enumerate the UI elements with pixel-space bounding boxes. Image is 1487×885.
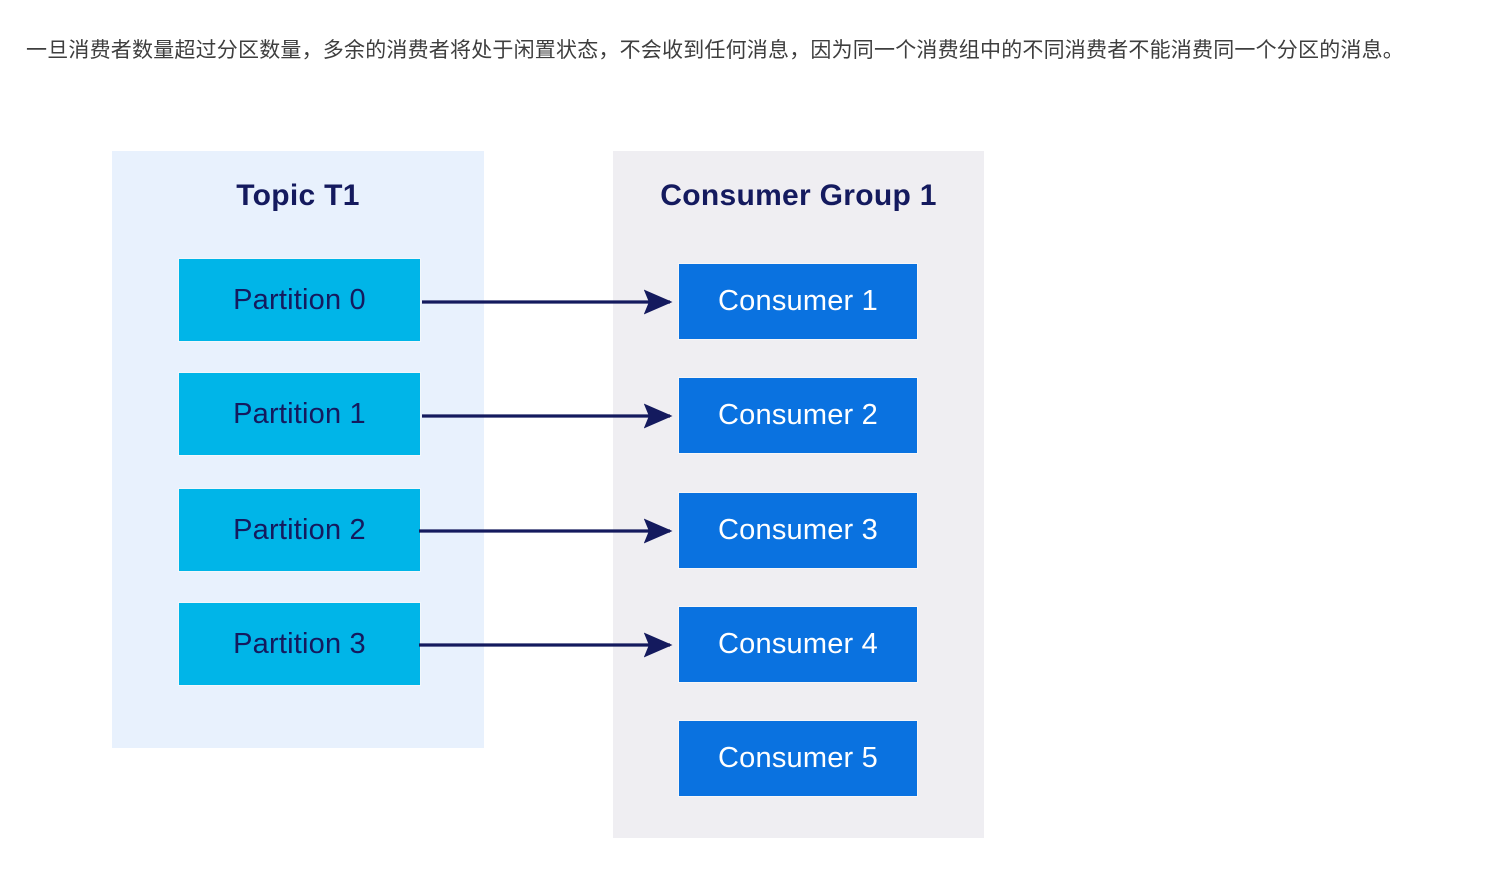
consumer-node-1[interactable]: Consumer 1	[678, 263, 918, 340]
partition-node-0[interactable]: Partition 0	[178, 258, 421, 342]
consumer-node-5[interactable]: Consumer 5	[678, 720, 918, 797]
consumer-group-panel-title: Consumer Group 1	[660, 179, 937, 212]
consumer-node-2[interactable]: Consumer 2	[678, 377, 918, 454]
partition-node-2[interactable]: Partition 2	[178, 488, 421, 572]
partition-node-3[interactable]: Partition 3	[178, 602, 421, 686]
topic-panel-title: Topic T1	[236, 179, 360, 212]
partition-node-1[interactable]: Partition 1	[178, 372, 421, 456]
consumer-node-4[interactable]: Consumer 4	[678, 606, 918, 683]
consumer-node-3[interactable]: Consumer 3	[678, 492, 918, 569]
paragraph-text: 一旦消费者数量超过分区数量，多余的消费者将处于闲置状态，不会收到任何消息，因为同…	[26, 39, 1404, 62]
